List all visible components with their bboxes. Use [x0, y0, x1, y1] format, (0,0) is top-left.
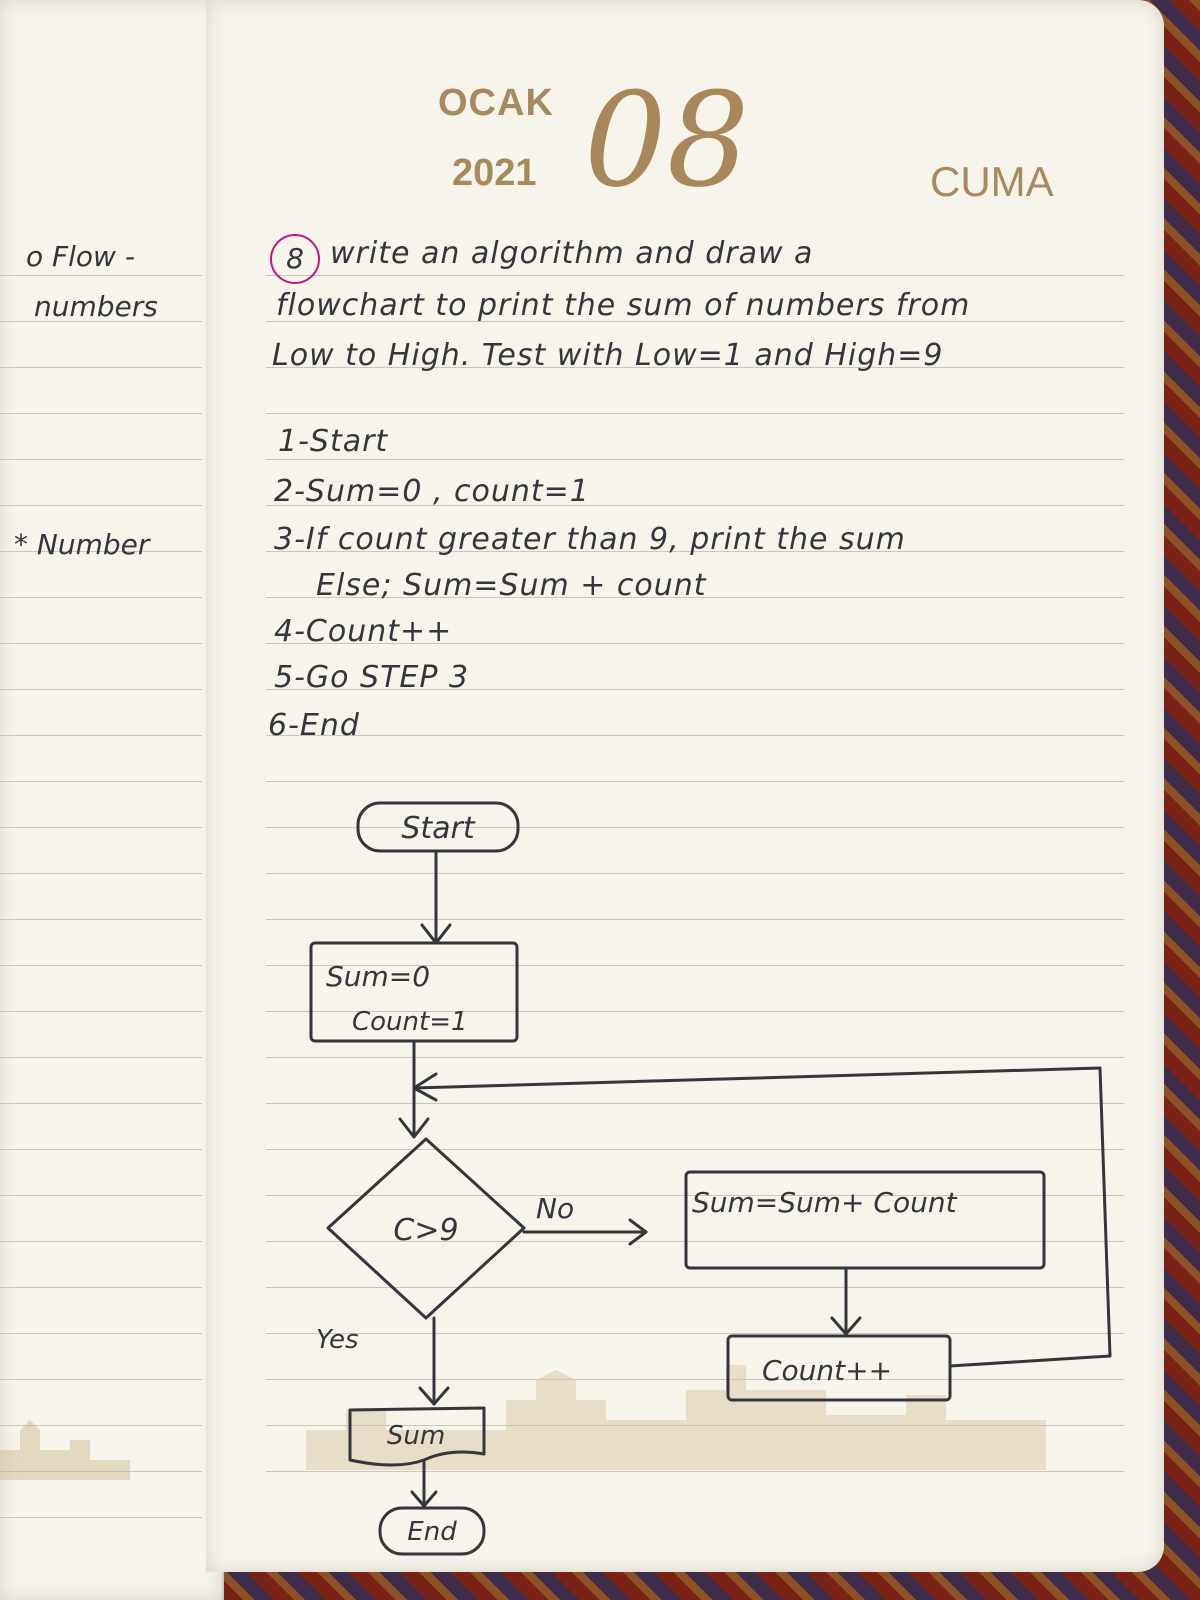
flow-arrowhead-process-increment: [830, 1316, 862, 1336]
algorithm-step-3: 3-If count greater than 9, print the sum: [274, 522, 906, 557]
header-year: 2021: [452, 152, 537, 194]
flow-loop-back-line: [412, 1066, 1112, 1368]
flow-increment-label: Count++: [762, 1354, 892, 1387]
algorithm-step-5: 5-Go STEP 3: [274, 660, 470, 695]
flow-decision-diamond: [326, 1137, 526, 1320]
question-line-1: write an algorithm and draw a: [330, 236, 814, 271]
ruled-lines-left: [0, 230, 202, 1520]
flow-increment-box: [726, 1334, 952, 1402]
question-line-3: Low to High. Test with Low=1 and High=9: [272, 338, 944, 373]
right-page: OCAK 2021 08 CUMA 8 write an algorithm a…: [206, 0, 1164, 1572]
flow-start-terminal: [356, 801, 520, 853]
flow-yes-label: Yes: [316, 1325, 359, 1355]
header-day: 08: [584, 64, 750, 216]
flow-arrowhead-output-end: [410, 1490, 438, 1508]
flow-loop-back-arrowhead: [412, 1072, 438, 1102]
flow-process-label: Sum=Sum+ Count: [692, 1186, 958, 1219]
flow-init-label-2: Count=1: [352, 1007, 468, 1037]
question-line-2: flowchart to print the sum of numbers fr…: [276, 288, 971, 323]
algorithm-step-2: 2-Sum=0 , count=1: [274, 474, 590, 509]
flow-start-label: Start: [401, 811, 476, 846]
skyline-watermark-right: [306, 1365, 1046, 1470]
flow-output-shape: [348, 1406, 486, 1467]
flow-arrowhead-no: [628, 1218, 648, 1246]
flow-init-label-1: Sum=0: [326, 960, 430, 993]
flow-decision-label: C>9: [393, 1213, 458, 1248]
algorithm-step-3-else: Else; Sum=Sum + count: [316, 568, 707, 603]
flow-no-label: No: [536, 1192, 574, 1225]
left-page: o Flow - numbers * Number: [0, 0, 224, 1600]
header-weekday: CUMA: [930, 158, 1054, 205]
left-note-2: numbers: [34, 290, 158, 323]
flow-arrowhead-yes: [418, 1386, 450, 1406]
flow-end-label: End: [407, 1517, 457, 1547]
ruled-lines-right: [266, 230, 1124, 1492]
flow-end-terminal: [378, 1506, 486, 1556]
question-number: 8: [270, 234, 320, 284]
algorithm-step-4: 4-Count++: [274, 614, 453, 649]
left-note-1: o Flow -: [26, 240, 135, 273]
flow-output-label: Sum: [387, 1421, 445, 1451]
algorithm-step-6: 6-End: [268, 708, 360, 743]
header-month: OCAK: [438, 82, 554, 124]
algorithm-step-1: 1-Start: [278, 424, 389, 459]
left-note-3: * Number: [14, 528, 150, 561]
skyline-watermark-left: [0, 1420, 130, 1480]
flow-arrowhead-init-decision: [398, 1117, 430, 1139]
flow-process-box: [684, 1170, 1046, 1270]
